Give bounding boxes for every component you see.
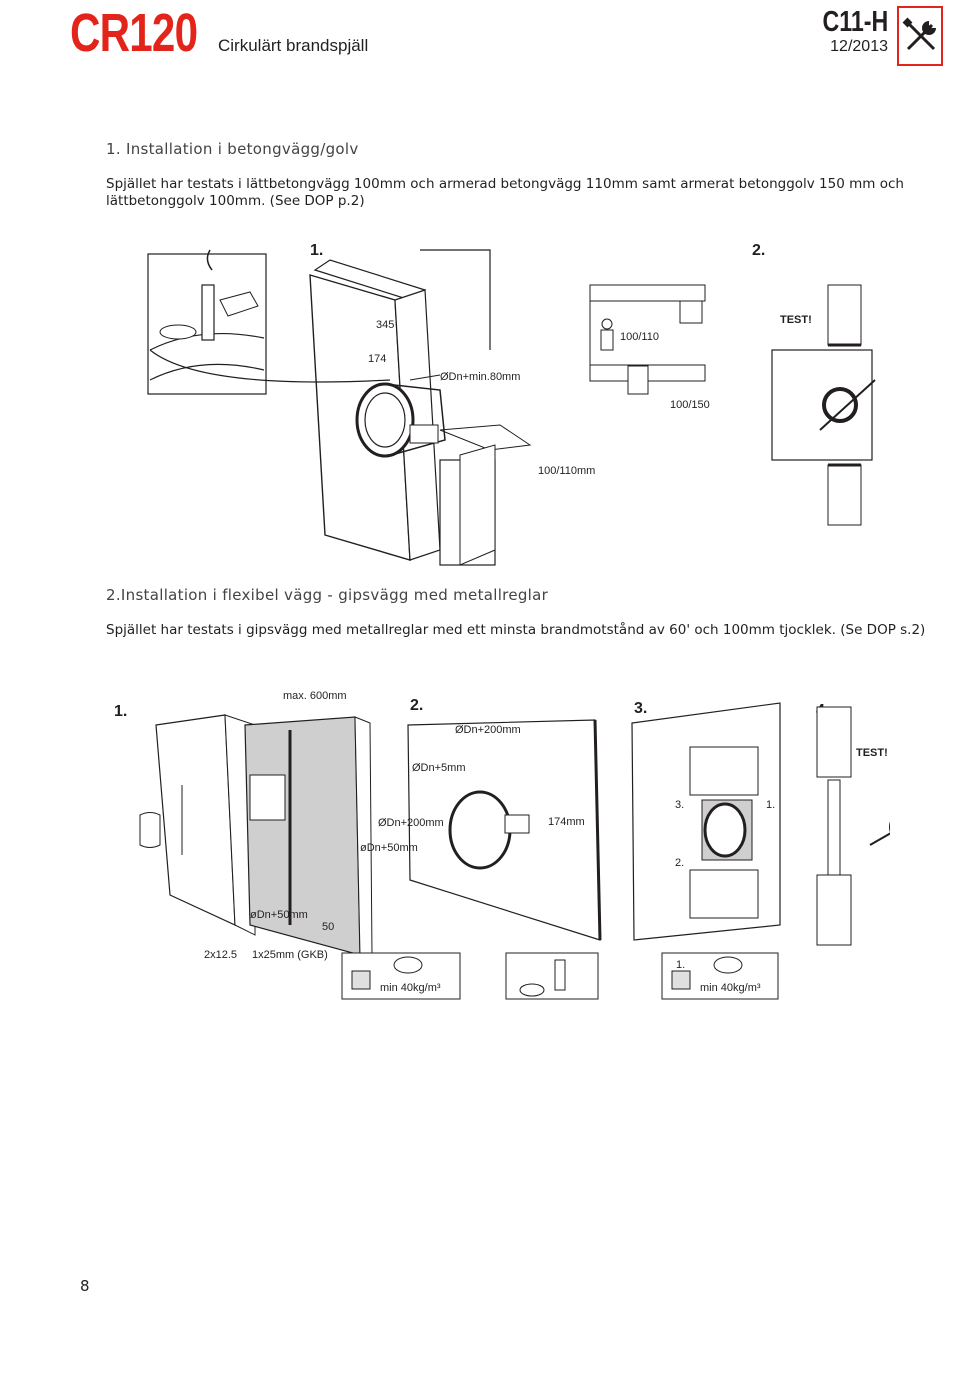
diam-200-side-label: ØDn+200mm <box>378 817 444 829</box>
damper-unit <box>355 382 446 458</box>
sub-step-2: 2. <box>675 857 684 869</box>
wrench-screwdriver-icon <box>902 17 936 51</box>
spacing-label-1: 100/110 <box>620 331 659 343</box>
fig2-step-1: 1. <box>114 703 127 720</box>
figure-concrete-installation: 1. 2. 345 174 ØDn+min.80mm 100/110mm 100… <box>147 242 876 566</box>
brand-logo: CR120 <box>70 3 198 63</box>
product-subtitle: Cirkulärt brandspjäll <box>218 36 369 55</box>
diam-50-bottom-label: øDn+50mm <box>250 909 308 921</box>
sub-step-1: 1. <box>766 799 775 811</box>
floor-detail <box>589 284 706 395</box>
concrete-wall <box>309 249 532 566</box>
detail-inset <box>147 249 267 395</box>
dim-50-label: 50 <box>322 921 334 933</box>
wall-thickness-label: 100/110mm <box>538 465 595 477</box>
spacing-label-2: 100/150 <box>670 399 710 411</box>
fig2-test-label: TEST! <box>856 747 888 759</box>
figure-gypsum-installation: 1. 2. 3. 4. max. 600mm øDn+50mm 50 2x12.… <box>114 690 890 1000</box>
dim-174: 174 <box>368 353 386 365</box>
diam-200-top-label: ØDn+200mm <box>455 724 521 736</box>
diam-50-side-label: øDn+50mm <box>360 842 418 854</box>
fig1-test-label: TEST! <box>780 314 812 326</box>
wool-label-left: min 40kg/m³ <box>380 982 441 994</box>
fig1-step-1: 1. <box>310 242 323 259</box>
fig2-step-3: 3. <box>634 700 647 717</box>
board-label-2: 1x25mm (GKB) <box>252 949 328 961</box>
step-2-panel <box>407 719 602 941</box>
document-date: 12/2013 <box>830 38 888 55</box>
section-1-text: Spjället har testats i lättbetongvägg 10… <box>106 176 904 209</box>
sub-step-3: 3. <box>675 799 684 811</box>
section-1-title: 1. Installation i betongvägg/golv <box>106 140 359 158</box>
test-detail <box>771 284 876 526</box>
section-2-text: Spjället har testats i gipsvägg med meta… <box>106 622 926 638</box>
step-4-test <box>816 706 890 946</box>
max-spacing-label: max. 600mm <box>283 690 347 702</box>
wool-inset-right <box>661 952 779 1000</box>
dim-174-label: 174mm <box>548 816 585 828</box>
wool-detail-center <box>505 952 599 1000</box>
document-code: C11-H <box>822 6 888 38</box>
wool-label-right: min 40kg/m³ <box>700 982 761 994</box>
diameter-label: ØDn+min.80mm <box>440 371 520 383</box>
dim-345: 345 <box>376 319 394 331</box>
step-3-panel <box>631 702 781 941</box>
page-number: 8 <box>80 1277 90 1295</box>
installation-badge <box>897 6 943 66</box>
fig1-step-2: 2. <box>752 242 765 259</box>
fig2-step-2: 2. <box>410 697 423 714</box>
diam-5-label: ØDn+5mm <box>412 762 466 774</box>
board-label-1: 2x12.5 <box>204 949 237 961</box>
sub-step-1b: 1. <box>676 959 685 971</box>
section-2-title: 2.Installation i flexibel vägg - gipsväg… <box>106 586 549 604</box>
wool-inset-left <box>341 952 461 1000</box>
stud-wall <box>139 714 373 956</box>
